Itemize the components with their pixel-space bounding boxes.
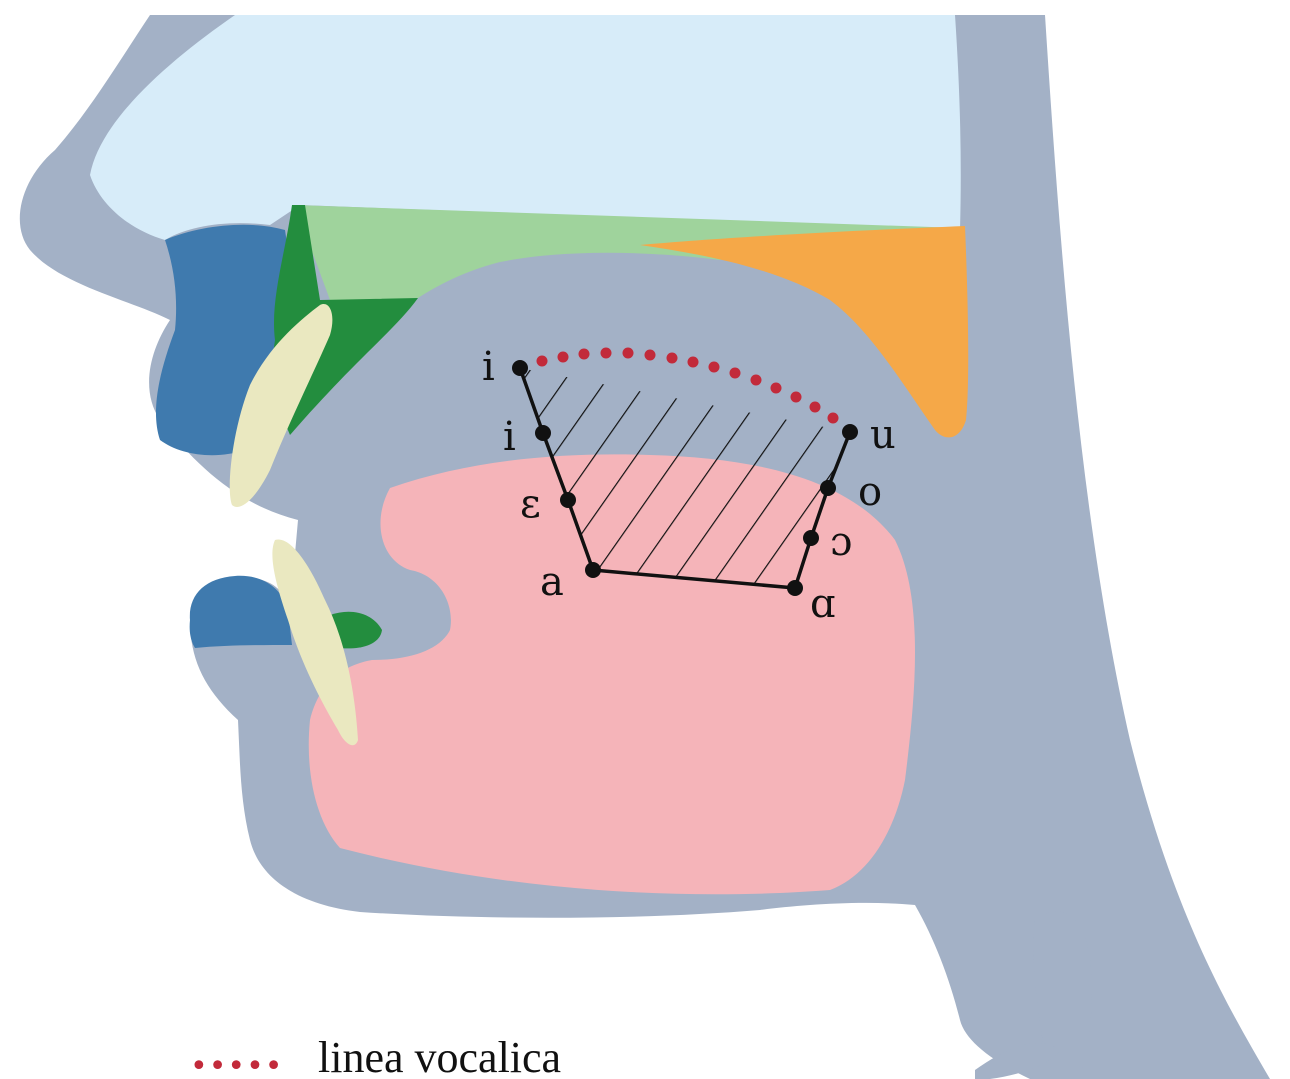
vowel-line-dot — [558, 352, 569, 363]
vowel-point-epsilon — [560, 492, 576, 508]
vowel-line-dot — [601, 348, 612, 359]
vowel-label-u: u — [870, 412, 896, 458]
vowel-label-epsilon: ɛ — [520, 481, 541, 527]
vowel-label-open-o: ɔ — [830, 519, 852, 565]
vowel-line-dot — [579, 349, 590, 360]
vowel-label-o: o — [858, 469, 882, 515]
vowel-line-dot — [709, 362, 720, 373]
vowel-line-dot — [751, 375, 762, 386]
vowel-line-dot — [771, 383, 782, 394]
vowel-line-dot — [688, 357, 699, 368]
vowel-point-i-mid — [535, 425, 551, 441]
vowel-label-i-high: i — [482, 344, 495, 390]
legend: ••••• linea vocalica — [190, 1033, 561, 1079]
vowel-line-dot — [623, 348, 634, 359]
nasal-cavity — [90, 15, 961, 240]
vowel-point-o — [820, 480, 836, 496]
vowel-line-dot — [810, 402, 821, 413]
vowel-point-u — [842, 424, 858, 440]
vowel-point-open-o — [803, 530, 819, 546]
vowel-point-a — [585, 562, 601, 578]
vowel-point-i-high — [512, 360, 528, 376]
vowel-line-dot — [791, 392, 802, 403]
vowel-label-i-mid: i — [503, 414, 516, 460]
legend-label: linea vocalica — [318, 1033, 561, 1079]
vowel-label-alpha: ɑ — [810, 581, 836, 627]
vowel-line-dot — [645, 350, 656, 361]
vowel-line-dot — [667, 353, 678, 364]
lower-lip — [190, 576, 292, 648]
legend-dots: ••••• — [190, 1049, 283, 1079]
vowel-label-a: a — [540, 559, 564, 605]
vowel-point-alpha — [787, 580, 803, 596]
vowel-line-dot — [730, 368, 741, 379]
vowel-line-dot — [828, 413, 839, 424]
vowel-line-dot — [537, 356, 548, 367]
